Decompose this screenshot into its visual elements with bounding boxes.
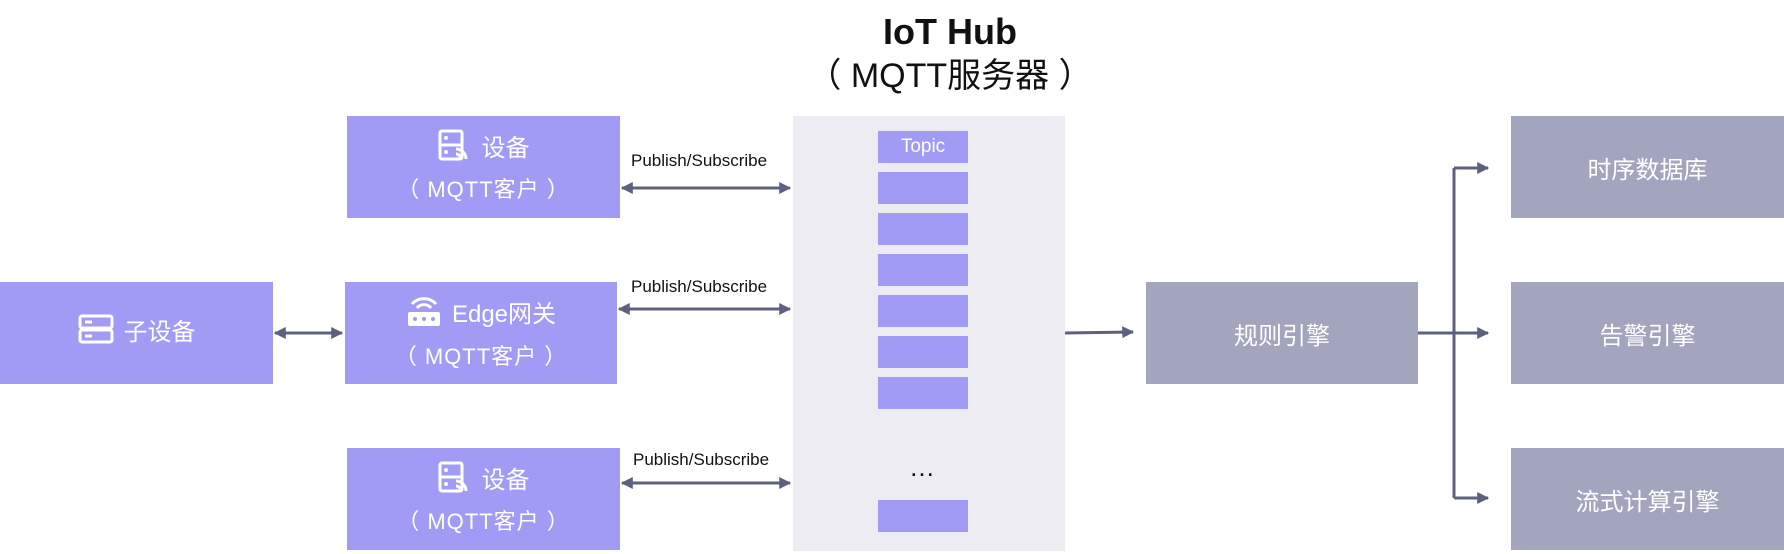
gateway-box: Edge网关 （ MQTT客户 ） bbox=[345, 282, 617, 384]
topic-slot bbox=[878, 172, 968, 204]
gateway-subtitle: （ MQTT客户 ） bbox=[394, 344, 568, 369]
rule-engine-box: 规则引擎 bbox=[1146, 282, 1418, 384]
pubsub-label-top: Publish/Subscribe bbox=[631, 151, 768, 170]
iot-hub-title: IoT Hub （ MQTT服务器 ） bbox=[760, 10, 1140, 98]
topic-slot bbox=[878, 377, 968, 409]
alarm-engine-box: 告警引擎 bbox=[1511, 282, 1784, 384]
device-subtitle: （ MQTT客户 ） bbox=[397, 177, 570, 202]
sub-device-name: 子设备 bbox=[123, 319, 196, 346]
device-signal-icon bbox=[438, 129, 472, 169]
stream-engine-label: 流式计算引擎 bbox=[1575, 488, 1720, 516]
topic-ellipsis: … bbox=[909, 452, 937, 482]
tsdb-box: 时序数据库 bbox=[1511, 116, 1784, 218]
pubsub-label-mid: Publish/Subscribe bbox=[631, 277, 768, 296]
sub-device-box: 子设备 bbox=[0, 282, 273, 384]
rule-engine-label: 规则引擎 bbox=[1234, 322, 1330, 350]
topic-slot bbox=[878, 295, 968, 327]
device-name: 设备 bbox=[481, 135, 530, 162]
topic-slot bbox=[878, 500, 968, 532]
tsdb-label: 时序数据库 bbox=[1587, 156, 1708, 184]
topic-slot bbox=[878, 254, 968, 286]
hub-rule-arrow bbox=[1064, 326, 1135, 339]
server-icon bbox=[78, 314, 114, 352]
topic-slot bbox=[878, 213, 968, 245]
pubsub-label-bottom: Publish/Subscribe bbox=[633, 450, 770, 469]
device-box-bottom: 设备 （ MQTT客户 ） bbox=[347, 448, 620, 550]
stream-engine-box: 流式计算引擎 bbox=[1511, 448, 1784, 550]
alarm-engine-label: 告警引擎 bbox=[1599, 322, 1696, 350]
gateway-name: Edge网关 bbox=[451, 301, 557, 328]
topic-header: Topic bbox=[878, 131, 968, 163]
device-subtitle: （ MQTT客户 ） bbox=[397, 509, 570, 534]
device-box-top: 设备 （ MQTT客户 ） bbox=[347, 116, 620, 218]
device-signal-icon bbox=[438, 461, 472, 501]
router-icon bbox=[406, 294, 442, 336]
topic-slot bbox=[878, 336, 968, 368]
hub-title-main: IoT Hub bbox=[883, 11, 1017, 52]
device-name: 设备 bbox=[481, 467, 530, 494]
hub-title-sub: （ MQTT服务器 ） bbox=[807, 57, 1093, 95]
